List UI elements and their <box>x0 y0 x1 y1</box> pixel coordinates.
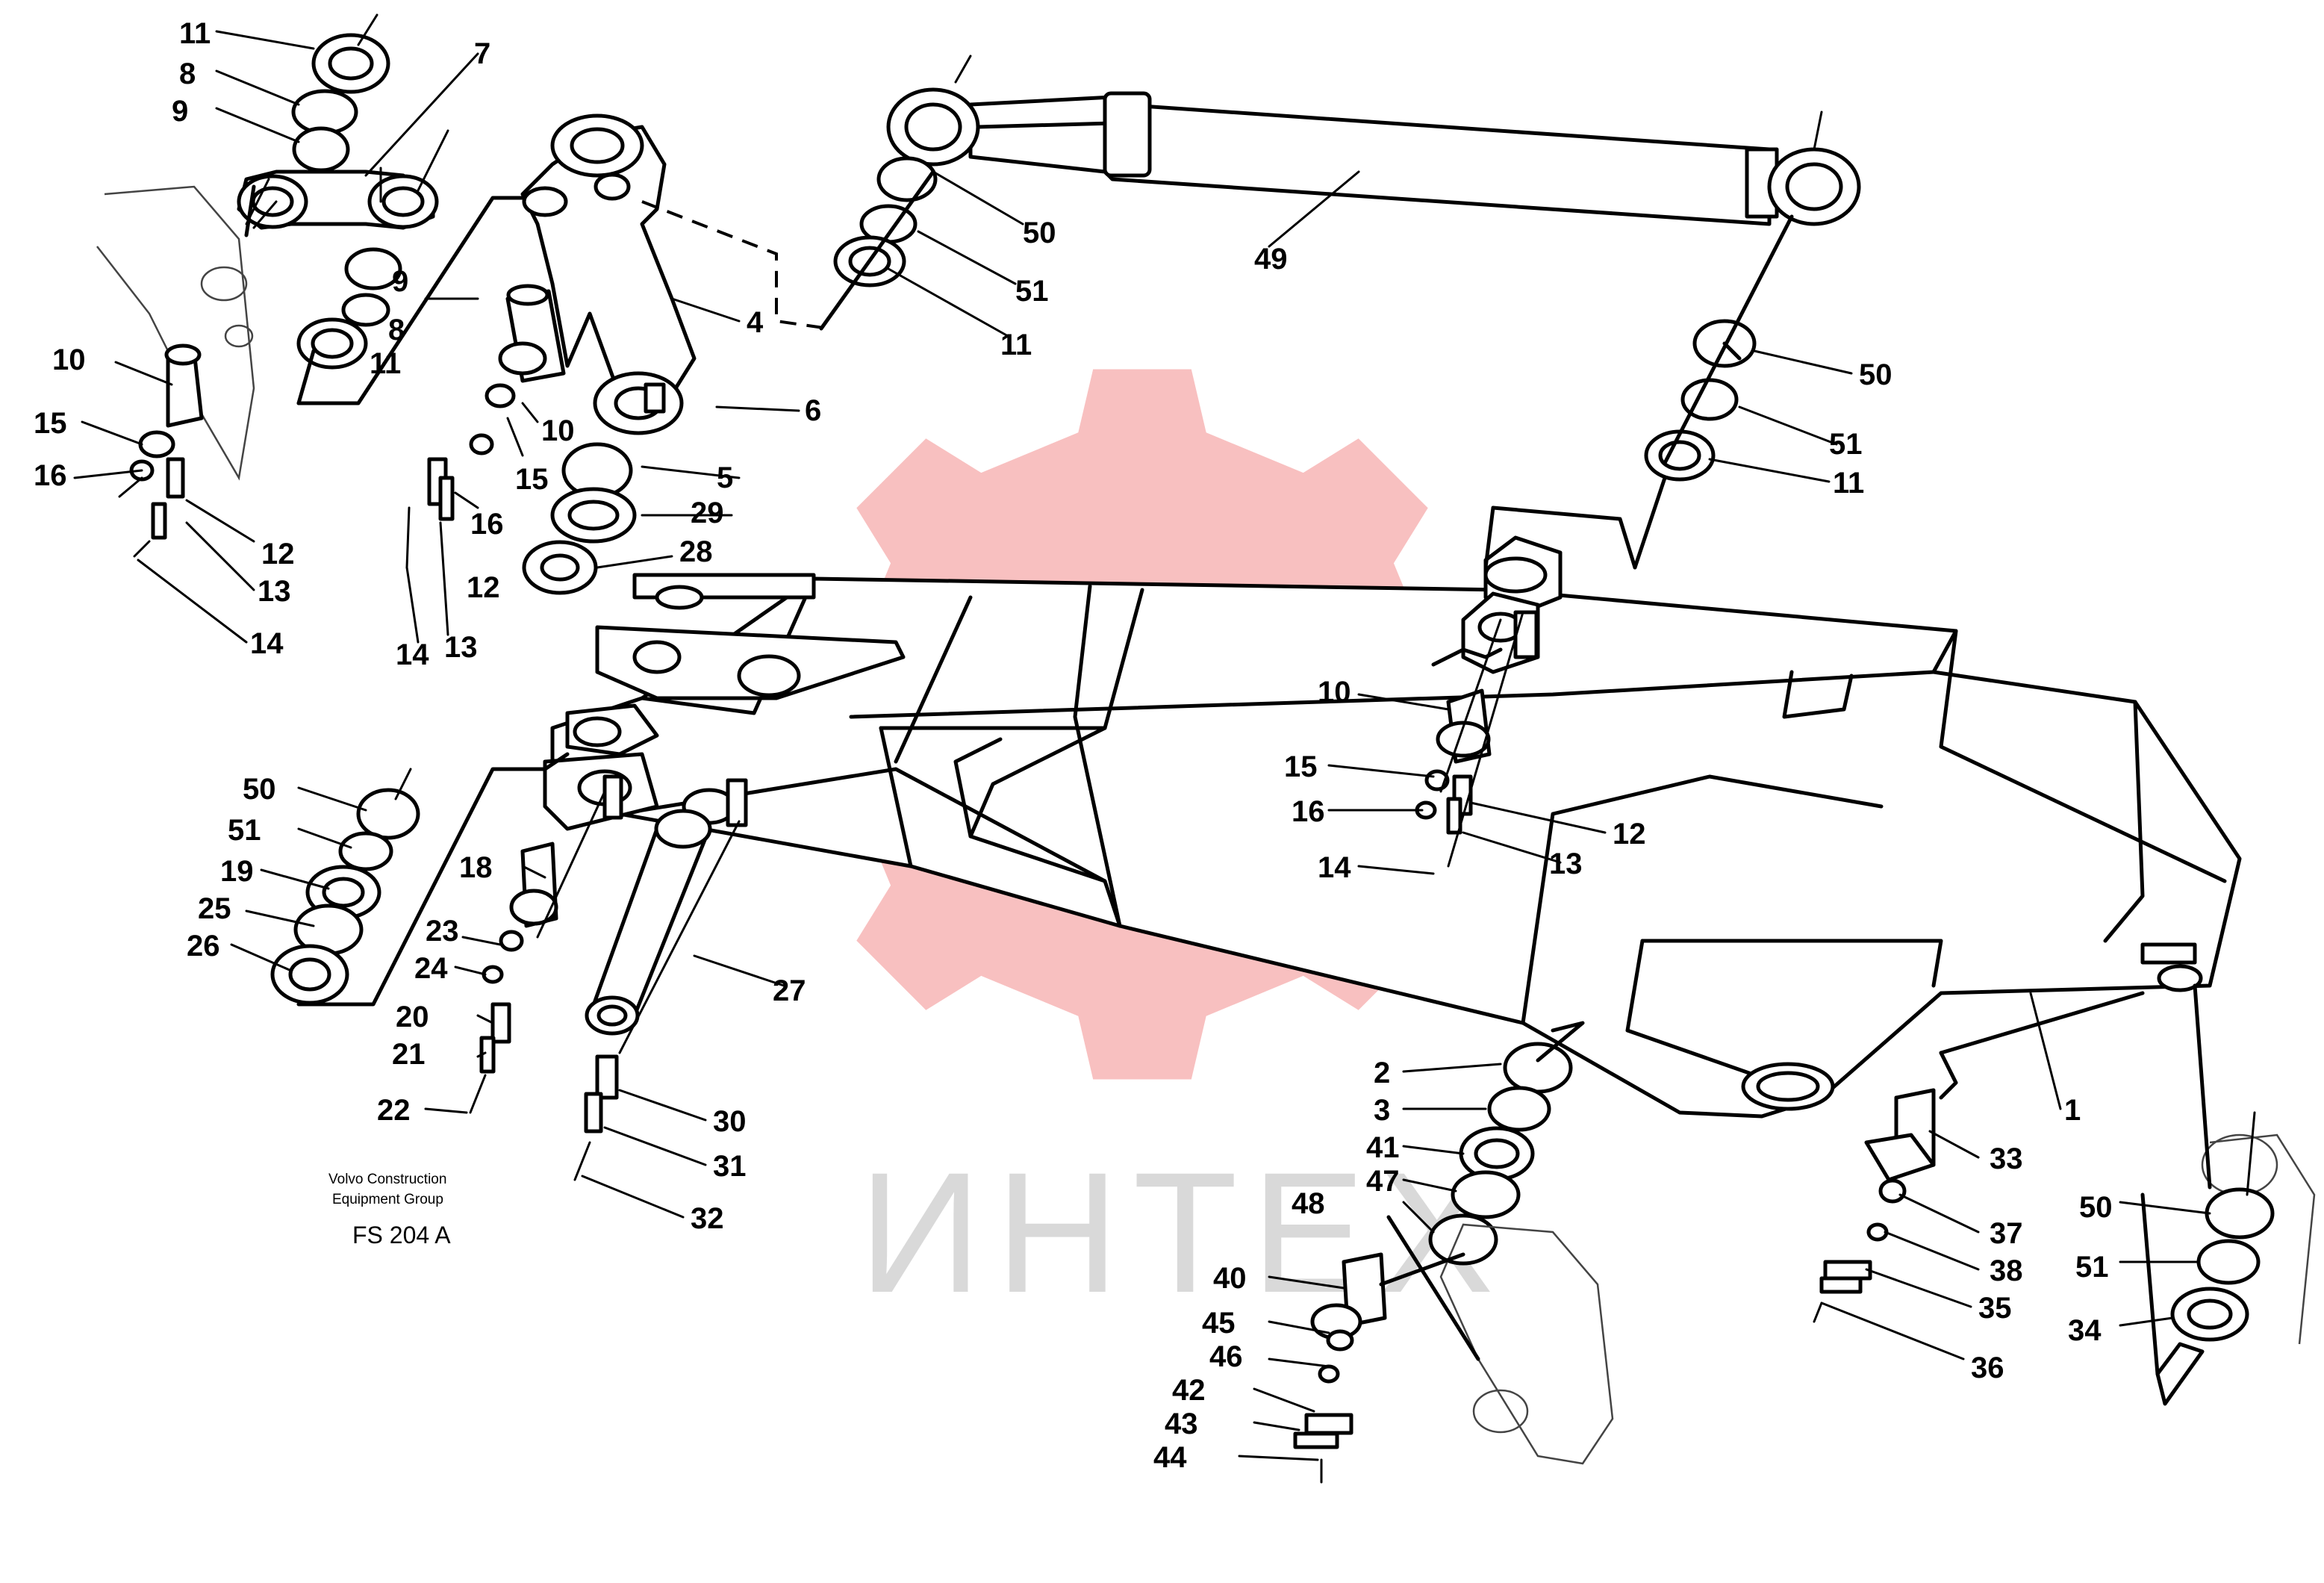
callout-label: 25 <box>198 892 231 925</box>
callout-label: 49 <box>1254 243 1288 276</box>
callout-label: 12 <box>1613 818 1646 850</box>
right-bearing-stack <box>1644 319 1757 482</box>
callout-label: 22 <box>377 1094 411 1127</box>
hydraulic-cylinder <box>886 87 1861 226</box>
callout-label: 29 <box>691 497 724 529</box>
callout-label: 48 <box>1292 1187 1325 1220</box>
callout-label: 16 <box>1292 795 1325 828</box>
callout-label: 26 <box>187 930 220 962</box>
bottom-right-pin-group <box>1813 1088 1936 1323</box>
callout-label: 19 <box>220 855 254 888</box>
caption-block: Volvo Construction Equipment Group FS 20… <box>328 1172 451 1248</box>
callout-label: 15 <box>515 463 549 496</box>
linkage-bracket <box>520 113 697 435</box>
watermark-text: ИНТЕХ <box>859 1136 1507 1328</box>
callout-label: 50 <box>2079 1191 2113 1224</box>
callout-label: 50 <box>243 773 276 806</box>
callout-label: 45 <box>1202 1307 1236 1340</box>
long-pin <box>573 809 712 1181</box>
callout-label: 11 <box>370 347 401 380</box>
middle-bearing-stack <box>833 156 938 287</box>
callout-label: 20 <box>396 1001 429 1033</box>
link-assembly <box>237 33 439 370</box>
callout-label: 9 <box>392 265 408 298</box>
callout-label: 30 <box>713 1105 747 1138</box>
callout-label: 14 <box>1318 851 1351 884</box>
callout-label: 5 <box>717 461 733 494</box>
callout-label: 8 <box>388 314 405 346</box>
callout-label: 13 <box>444 631 478 664</box>
callout-label: 40 <box>1213 1262 1247 1295</box>
callout-label: 11 <box>179 17 211 50</box>
callout-label: 10 <box>1318 676 1351 709</box>
boom-front-mount <box>543 573 906 831</box>
callout-label: 10 <box>541 414 575 447</box>
boom-cylinder-bracket <box>1431 535 1563 674</box>
callout-label: 47 <box>1366 1165 1400 1198</box>
callout-label: 28 <box>679 535 713 568</box>
boom <box>550 576 2242 1119</box>
callout-label: 9 <box>172 95 188 128</box>
callout-label: 15 <box>34 407 67 440</box>
callout-label: 3 <box>1374 1094 1390 1127</box>
callout-label: 8 <box>179 57 196 90</box>
caption-line1: Volvo Construction <box>328 1172 446 1187</box>
callout-label: 10 <box>52 343 86 376</box>
callout-label: 32 <box>691 1202 724 1235</box>
callout-label: 13 <box>1549 848 1583 880</box>
callout-label: 11 <box>1000 329 1032 361</box>
callout-label: 13 <box>258 575 291 608</box>
caption-code: FS 204 A <box>352 1222 451 1248</box>
callout-label: 7 <box>474 37 490 70</box>
callout-label: 24 <box>414 952 448 985</box>
callout-label: 51 <box>1829 428 1863 461</box>
callout-label: 14 <box>250 627 284 660</box>
callout-label: 18 <box>459 851 493 884</box>
left-pin-group <box>118 343 204 558</box>
callout-label: 12 <box>467 571 500 604</box>
center-left-pin-group <box>405 284 566 569</box>
callout-label: 46 <box>1209 1340 1243 1373</box>
callout-label: 50 <box>1023 217 1056 249</box>
callout-label: 41 <box>1366 1131 1400 1164</box>
callout-label: 33 <box>1990 1142 2023 1175</box>
callout-label: 51 <box>228 814 261 847</box>
callout-label: 1 <box>2064 1094 2081 1127</box>
callout-label: 16 <box>470 508 504 541</box>
callout-label: 27 <box>773 974 806 1007</box>
bottom-far-right-stack <box>2155 1133 2316 1406</box>
callout-label: 23 <box>426 915 459 948</box>
callout-label: 6 <box>805 394 821 427</box>
callout-label: 36 <box>1971 1352 2004 1384</box>
callout-label: 16 <box>34 459 67 492</box>
callout-label: 44 <box>1153 1441 1187 1474</box>
callout-label: 35 <box>1978 1292 2012 1325</box>
callout-label: 21 <box>392 1038 426 1071</box>
bushing-group <box>522 442 637 595</box>
callout-label: 38 <box>1990 1254 2023 1287</box>
callout-label: 43 <box>1165 1408 1198 1440</box>
callout-label: 37 <box>1990 1217 2023 1250</box>
lower-pin-group <box>469 842 558 1114</box>
callout-label: 51 <box>1015 275 1049 308</box>
callout-label: 15 <box>1284 750 1318 783</box>
callout-label: 31 <box>713 1150 747 1183</box>
callout-label: 42 <box>1172 1374 1206 1407</box>
callout-label: 4 <box>747 306 764 339</box>
callout-label: 50 <box>1859 358 1892 391</box>
callout-label: 11 <box>1833 467 1864 500</box>
caption-line2: Equipment Group <box>332 1192 443 1207</box>
lower-left-bearing-stack <box>270 788 420 1005</box>
callout-label: 12 <box>261 538 295 570</box>
callout-label: 51 <box>2075 1251 2109 1284</box>
callout-label: 34 <box>2068 1314 2102 1347</box>
callout-label: 14 <box>396 638 429 671</box>
callout-label: 2 <box>1374 1057 1390 1089</box>
leader-lines <box>73 13 2256 1461</box>
